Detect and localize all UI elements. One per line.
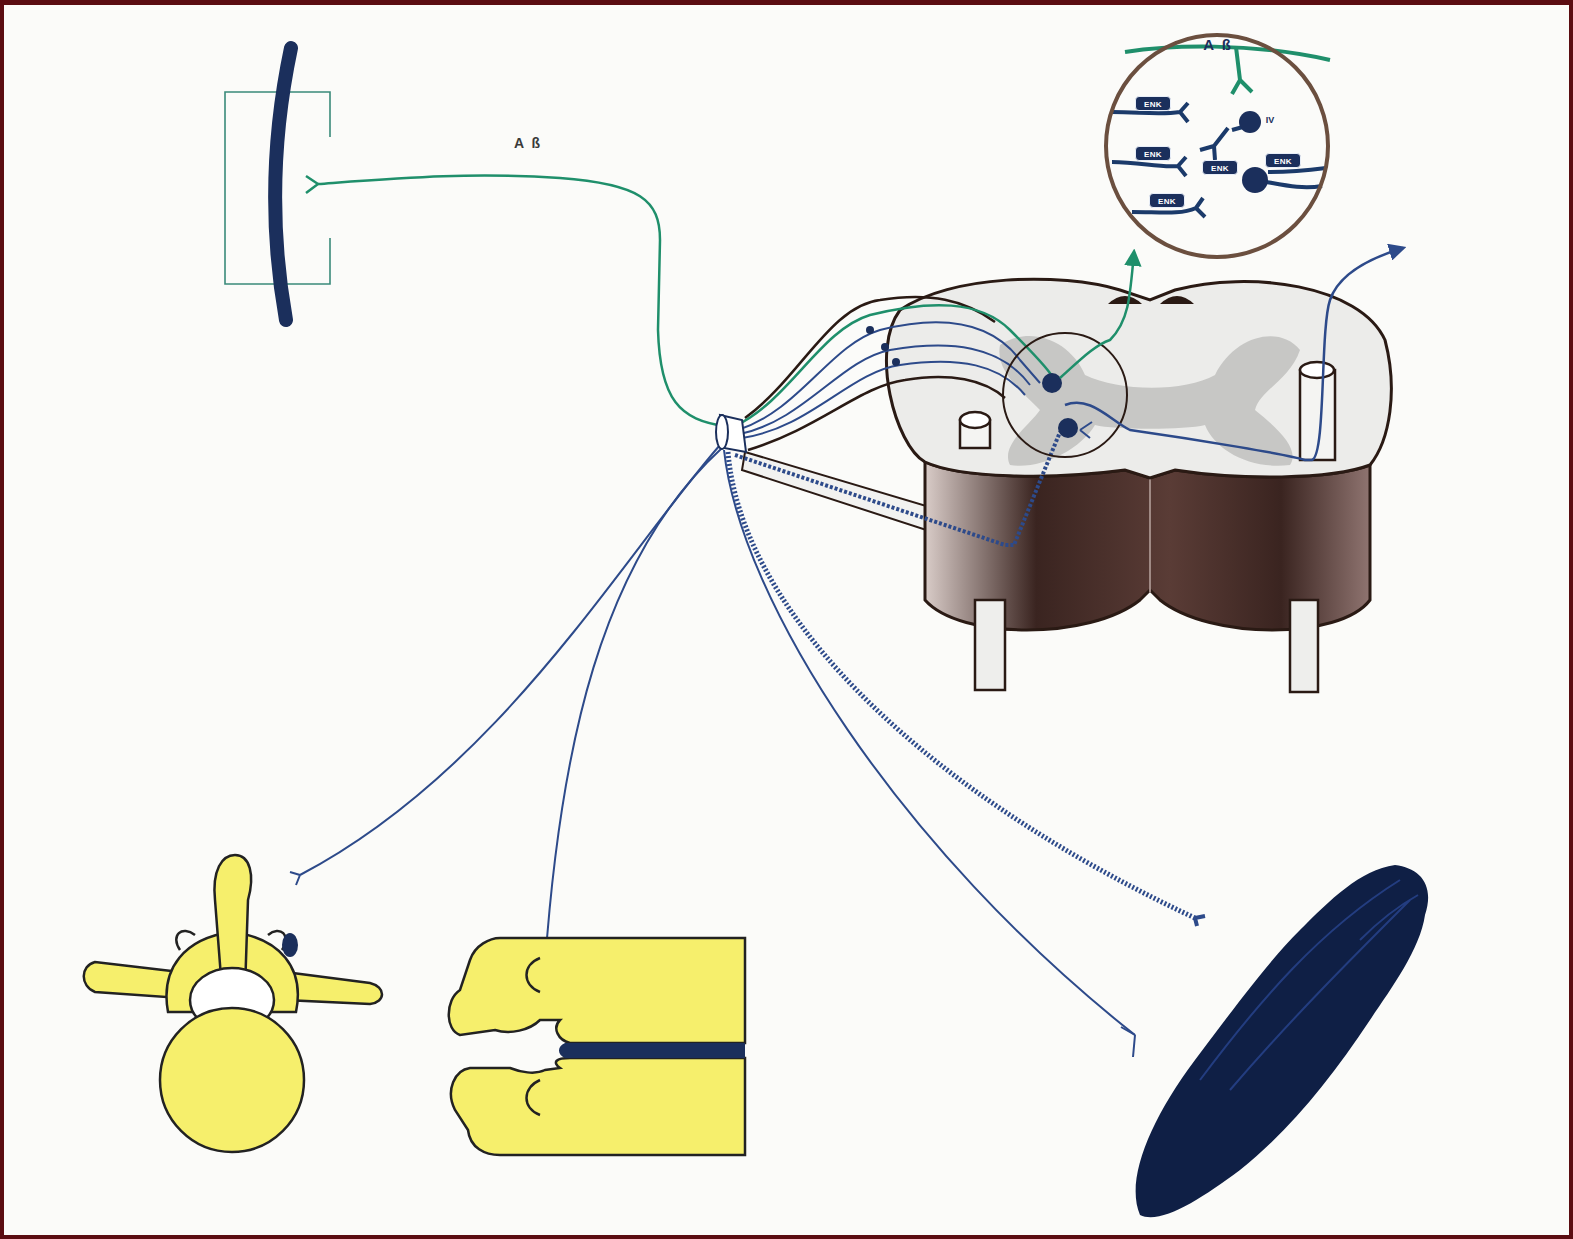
articular-process	[176, 931, 285, 950]
cord-root	[1290, 600, 1318, 692]
fiber-ending	[1232, 47, 1252, 94]
enk-label: ENK	[1144, 149, 1162, 158]
dorsal-root	[748, 377, 1005, 450]
nerve-fiber	[738, 322, 1040, 430]
nerve-fiber	[545, 448, 722, 965]
transverse-process	[285, 972, 382, 1004]
skin	[275, 48, 291, 320]
pedicle-notch	[527, 958, 541, 992]
median-fissure	[1149, 478, 1151, 592]
gray-matter	[999, 336, 1300, 466]
nerve-fiber	[300, 445, 720, 875]
focus-circle	[1003, 333, 1127, 457]
nerve-fiber	[1268, 168, 1326, 172]
ganglion-cell	[892, 358, 900, 366]
tract	[960, 412, 990, 428]
enk-badge: ENK	[1135, 96, 1171, 111]
neuron	[1242, 167, 1268, 193]
facet-joint	[282, 933, 298, 957]
vertebral-body	[451, 1058, 745, 1155]
muscle	[1136, 865, 1428, 1217]
fiber-ending	[290, 872, 300, 885]
fiber-ending	[1195, 916, 1205, 926]
ganglion-cell	[866, 326, 874, 334]
nerve-terminal	[1200, 128, 1228, 160]
nerve-fiber	[742, 362, 1025, 438]
inset-circle: A ß IV ENK ENK ENK ENK ENK	[1104, 33, 1330, 259]
dorsal-column	[1160, 296, 1194, 304]
enk-label: ENK	[1274, 156, 1292, 165]
nerve-fiber	[740, 346, 1030, 434]
neuron	[1042, 373, 1062, 393]
ganglion-cell	[881, 343, 889, 351]
enk-badge: ENK	[1265, 153, 1301, 168]
cord-root	[975, 600, 1005, 690]
pedicle-notch	[527, 1080, 541, 1115]
ascending-arrow	[1065, 248, 1403, 460]
vertebral-body	[449, 938, 745, 1043]
fiber-label: A ß	[1203, 36, 1233, 53]
enk-badge: ENK	[1135, 146, 1171, 161]
enk-badge: ENK	[1149, 193, 1185, 208]
intervertebral-disc	[559, 1043, 745, 1058]
fiber-ending	[306, 176, 318, 193]
synapse	[1080, 422, 1092, 438]
enk-label: ENK	[1158, 196, 1176, 205]
neuron	[1058, 418, 1078, 438]
motor-fiber	[735, 432, 1060, 545]
enk-label: ENK	[1144, 99, 1162, 108]
fiber-label: A ß	[514, 135, 542, 151]
abeta-fiber	[318, 176, 725, 426]
enk-label: ENK	[1211, 163, 1229, 172]
spinothalamic-tract	[1300, 362, 1334, 378]
nerve-sheath	[716, 415, 728, 449]
neuron	[1239, 111, 1261, 133]
fiber-ending	[1121, 1027, 1135, 1057]
dorsal-column	[1108, 296, 1142, 304]
vertebral-body	[160, 1008, 304, 1152]
muscle-fibers	[1200, 880, 1418, 1090]
ascending-arrow	[1060, 252, 1134, 378]
enk-badge: ENK	[1202, 160, 1238, 175]
inset-outline	[1106, 35, 1328, 257]
lamina-label: IV	[1266, 115, 1275, 125]
